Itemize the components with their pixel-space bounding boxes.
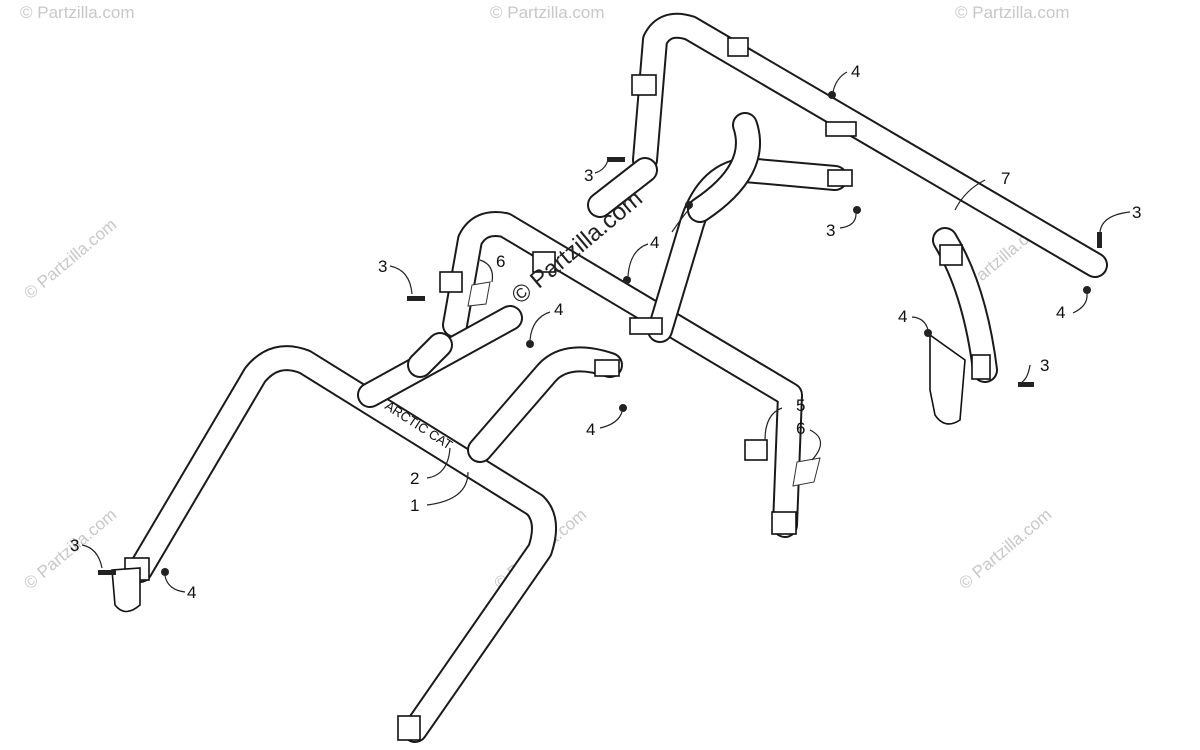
callout-3d: 3 xyxy=(378,257,387,276)
callout-3e: 3 xyxy=(1040,356,1049,375)
nut-4b xyxy=(685,201,693,209)
bracket-mid-leg xyxy=(744,439,768,461)
nut-4f xyxy=(924,329,932,337)
nut-4c xyxy=(1083,286,1091,294)
callout-3b: 3 xyxy=(826,221,835,240)
callout-6a: 6 xyxy=(496,252,505,271)
nut-4d xyxy=(623,276,631,284)
callout-5: 5 xyxy=(796,396,805,415)
callout-6b: 6 xyxy=(796,419,805,438)
bracket-rear-foot xyxy=(971,354,991,380)
callout-3c: 3 xyxy=(1132,203,1141,222)
nut-3e xyxy=(619,404,627,412)
decal-6b xyxy=(792,457,821,487)
watermark-top-right: © Partzilla.com xyxy=(955,3,1070,22)
watermark-mid-left: © Partzilla.com xyxy=(20,215,120,303)
rear-bar-7 xyxy=(631,12,1108,425)
leader-lines xyxy=(81,71,1131,593)
bracket-rear-leg xyxy=(939,244,963,266)
decal-6a xyxy=(467,281,491,307)
bolt-3d xyxy=(407,296,425,301)
watermark-top-left: © Partzilla.com xyxy=(20,3,135,22)
bracket-front-foot xyxy=(397,715,421,741)
watermark-top-center: © Partzilla.com xyxy=(490,3,605,22)
callout-3a: 3 xyxy=(584,166,593,185)
middle-bar-5 xyxy=(439,112,853,538)
bolt-3g xyxy=(98,570,116,575)
callout-4d: 4 xyxy=(554,300,563,319)
bolt-3f xyxy=(1018,382,1034,387)
callout-labels: 3 4 3 4 7 3 4 3 6 4 4 3 4 5 6 2 1 3 4 xyxy=(70,62,1141,602)
bracket-front-right xyxy=(594,359,620,377)
nut-4a xyxy=(828,91,836,99)
front-bar-1: ARCTIC CAT xyxy=(111,305,623,743)
bolt-3c xyxy=(1097,232,1102,248)
callout-3f: 4 xyxy=(586,420,595,439)
bracket-mid-center xyxy=(629,317,663,335)
watermark-bottom-right: © Partzilla.com xyxy=(955,505,1055,593)
bracket-rear-mid xyxy=(825,121,857,137)
mount-plate-front-left xyxy=(111,567,141,613)
callout-4c: 4 xyxy=(1056,303,1065,322)
callout-4g: 4 xyxy=(187,583,196,602)
callout-4b: 4 xyxy=(650,233,659,252)
callout-3g: 3 xyxy=(70,536,79,555)
nut-4g xyxy=(161,568,169,576)
bracket-rear-upper-left xyxy=(631,74,657,96)
bracket-mid-foot xyxy=(771,511,797,535)
bracket-mid-right xyxy=(827,169,853,187)
callout-4a: 4 xyxy=(851,62,860,81)
nut-3b xyxy=(853,206,861,214)
bracket-rear-top xyxy=(727,37,749,57)
callout-7: 7 xyxy=(1001,169,1010,188)
bracket-mid-left xyxy=(439,271,463,293)
callout-4e: 4 xyxy=(898,307,907,326)
bracket-mid-top xyxy=(532,251,556,273)
callout-2: 2 xyxy=(410,469,419,488)
mount-plate-rear-right xyxy=(929,333,966,425)
callout-1: 1 xyxy=(410,496,419,515)
nut-4e xyxy=(526,340,534,348)
hardware xyxy=(98,91,1102,576)
bolt-3a xyxy=(607,157,625,162)
